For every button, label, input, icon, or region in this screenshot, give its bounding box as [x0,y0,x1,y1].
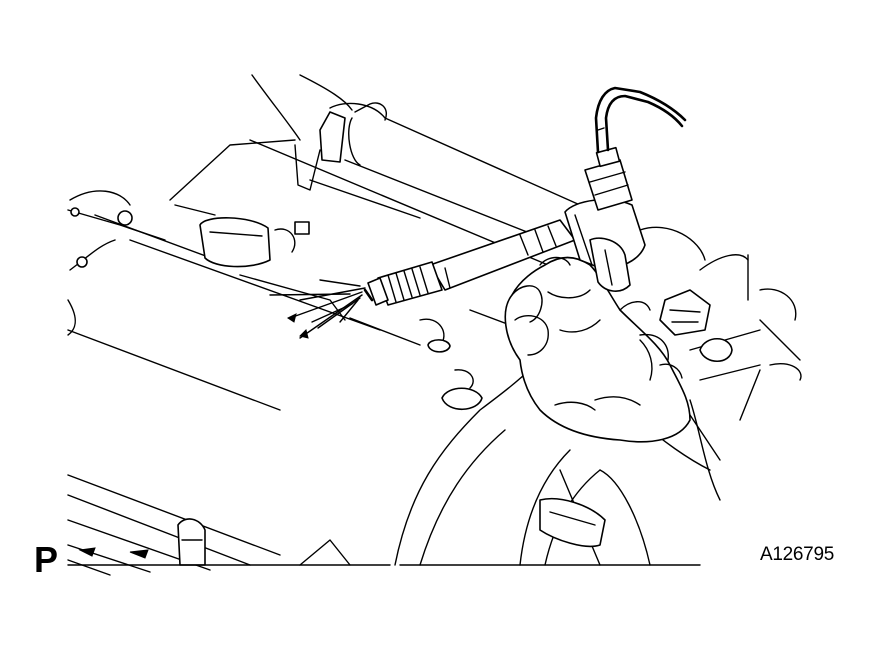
spark-plug [363,86,687,306]
lower-engine-structure [67,474,701,576]
arm-sleeve [394,359,721,566]
air-blow-lines [269,279,366,339]
hand [504,256,691,443]
corner-letter-label: P [34,539,59,580]
engine-head-outline [67,74,802,461]
figure-id-label: A126795 [760,544,834,565]
